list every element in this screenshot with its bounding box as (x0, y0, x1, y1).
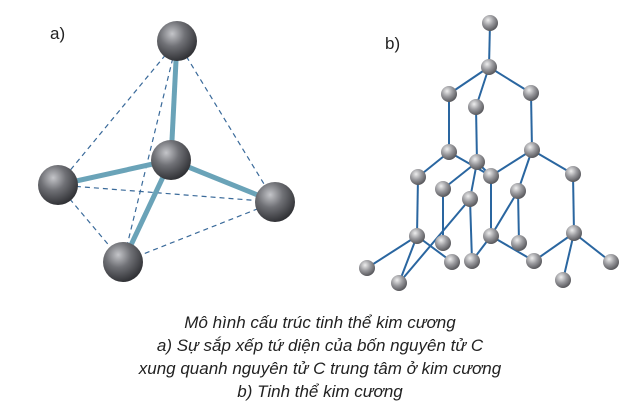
carbon-atom-center (151, 140, 191, 180)
carbon-atom (441, 86, 457, 102)
carbon-atom (359, 260, 375, 276)
carbon-atom-top (157, 21, 197, 61)
bond (490, 190, 519, 237)
bond (448, 66, 490, 95)
carbon-atom (510, 183, 526, 199)
carbon-atom (603, 254, 619, 270)
bond (572, 173, 575, 234)
carbon-atom-right (255, 182, 295, 222)
carbon-atom (566, 225, 582, 241)
carbon-atom-bottom (103, 242, 143, 282)
carbon-atom (409, 228, 425, 244)
bond (562, 232, 575, 281)
dashed-edge (57, 184, 276, 203)
carbon-atom (565, 166, 581, 182)
carbon-atom (483, 228, 499, 244)
panel-b-label: b) (385, 34, 401, 53)
bond (490, 235, 535, 262)
carbon-atom (526, 253, 542, 269)
carbon-atom (483, 168, 499, 184)
dashed-edge (176, 40, 276, 203)
carbon-atom (410, 169, 426, 185)
carbon-atom (482, 15, 498, 31)
caption-line-a: a) Sự sắp xếp tứ diện của bốn nguyên tử … (156, 336, 484, 355)
panel-a-atoms (38, 21, 295, 282)
bond (416, 176, 419, 237)
carbon-atom (462, 191, 478, 207)
dashed-edge (122, 201, 276, 263)
carbon-atom (435, 181, 451, 197)
carbon-atom (391, 275, 407, 291)
caption-title: Mô hình cấu trúc tinh thể kim cương (184, 313, 456, 332)
dashed-edge (122, 40, 178, 263)
bond (533, 232, 575, 262)
caption-line-a-cont: xung quanh nguyên tử C trung tâm ở kim c… (138, 359, 502, 378)
bond (398, 198, 471, 284)
bond (398, 235, 418, 284)
carbon-atom (481, 59, 497, 75)
carbon-atom (468, 99, 484, 115)
bond (530, 92, 533, 151)
bond (517, 190, 520, 244)
carbon-atom (464, 253, 480, 269)
dashed-edge (57, 40, 178, 186)
crystal-atoms (359, 15, 619, 291)
caption-line-b: b) Tinh thể kim cương (237, 382, 403, 401)
bond (490, 149, 533, 177)
carbon-atom (555, 272, 571, 288)
figure-caption: Mô hình cấu trúc tinh thể kim cương a) S… (0, 311, 640, 403)
carbon-atom (524, 142, 540, 158)
bond (488, 66, 532, 94)
carbon-atom (441, 144, 457, 160)
diamond-structure-diagram (38, 15, 619, 291)
bond (475, 106, 478, 163)
carbon-atom (523, 85, 539, 101)
carbon-atom-left (38, 165, 78, 205)
panel-a-label: a) (50, 24, 66, 43)
carbon-atom (435, 235, 451, 251)
carbon-atom (469, 154, 485, 170)
carbon-atom (444, 254, 460, 270)
bond (366, 235, 418, 269)
bond (469, 198, 473, 262)
carbon-atom (511, 235, 527, 251)
